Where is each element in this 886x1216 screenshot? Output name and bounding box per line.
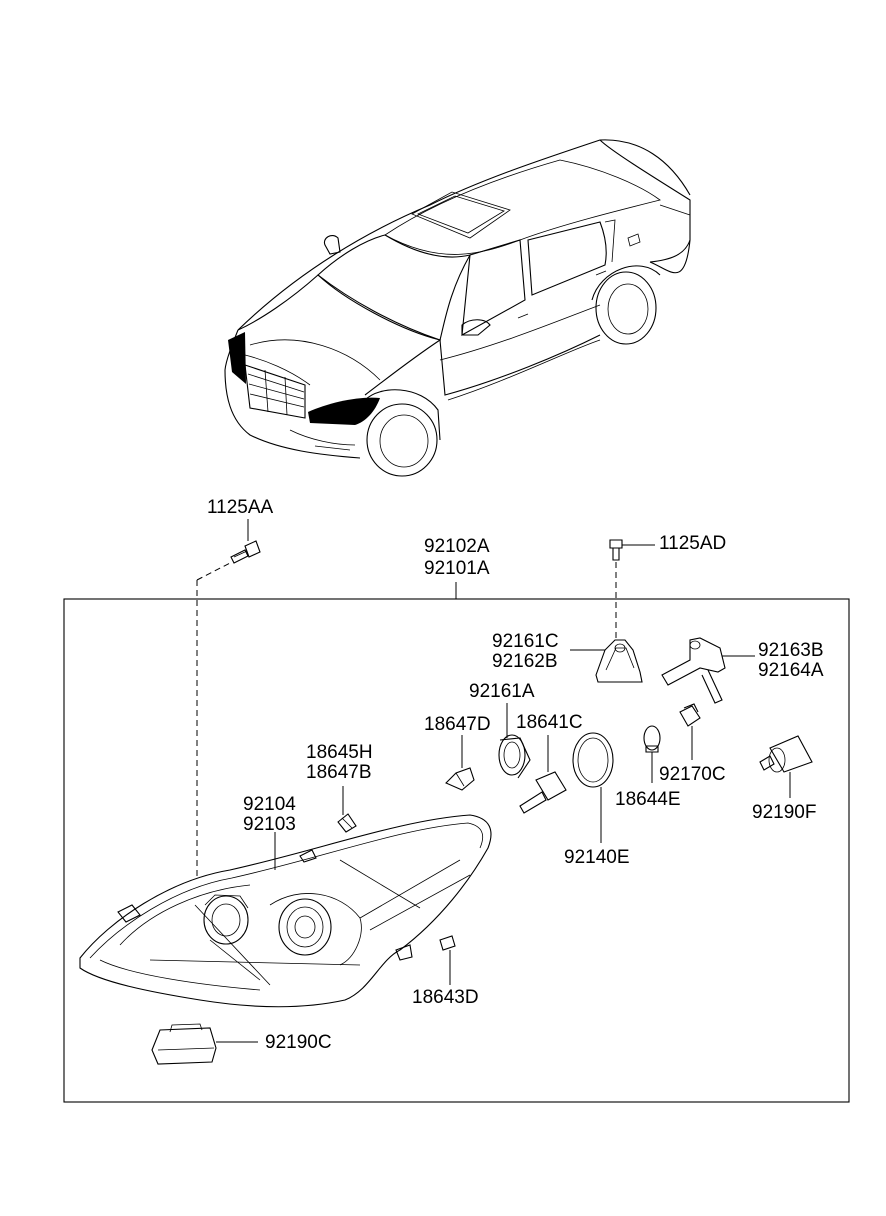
bulb-18641C bbox=[519, 771, 567, 814]
label-92101A: 92101A bbox=[424, 558, 490, 579]
bulb-18643D bbox=[439, 935, 456, 951]
bulb-92190F bbox=[759, 735, 813, 773]
label-18647D: 18647D bbox=[424, 714, 491, 735]
socket-92161A bbox=[498, 734, 531, 779]
label-92162B: 92162B bbox=[492, 651, 558, 672]
label-18647B: 18647B bbox=[306, 762, 372, 783]
screw-1125AD bbox=[609, 539, 623, 561]
ballast-92190C bbox=[151, 1023, 217, 1065]
screw-1125AA bbox=[230, 540, 261, 564]
label-92140E: 92140E bbox=[564, 847, 630, 868]
label-18641C: 18641C bbox=[516, 712, 583, 733]
bulb-18647D bbox=[445, 767, 475, 791]
headlamp-highlight-right bbox=[308, 397, 380, 425]
label-92103: 92103 bbox=[243, 814, 296, 835]
label-92190F: 92190F bbox=[752, 802, 817, 823]
label-92164A: 92164A bbox=[758, 660, 824, 681]
label-92102A: 92102A bbox=[424, 536, 490, 557]
label-92161A: 92161A bbox=[469, 681, 535, 702]
label-18645H: 18645H bbox=[306, 742, 373, 763]
bulb-18645H bbox=[337, 813, 357, 833]
label-92104: 92104 bbox=[243, 794, 296, 815]
cap-92140E bbox=[572, 732, 614, 788]
label-1125AA: 1125AA bbox=[207, 497, 274, 518]
socket-92170C bbox=[679, 703, 701, 727]
car-illustration bbox=[224, 139, 691, 477]
label-92170C: 92170C bbox=[659, 764, 726, 785]
headlamp-highlight-left bbox=[228, 332, 246, 384]
bulb-18644E bbox=[643, 725, 661, 753]
headlamp-assembly bbox=[79, 814, 492, 1008]
bracket-92163B bbox=[661, 637, 726, 704]
label-1125AD: 1125AD bbox=[659, 533, 727, 554]
label-18643D: 18643D bbox=[412, 987, 479, 1008]
label-18644E: 18644E bbox=[615, 789, 681, 810]
label-92161C: 92161C bbox=[492, 631, 559, 652]
bracket-92161C bbox=[595, 639, 643, 683]
label-92190C: 92190C bbox=[265, 1032, 332, 1053]
label-92163B: 92163B bbox=[758, 640, 824, 661]
assembly-frame bbox=[63, 598, 850, 1103]
